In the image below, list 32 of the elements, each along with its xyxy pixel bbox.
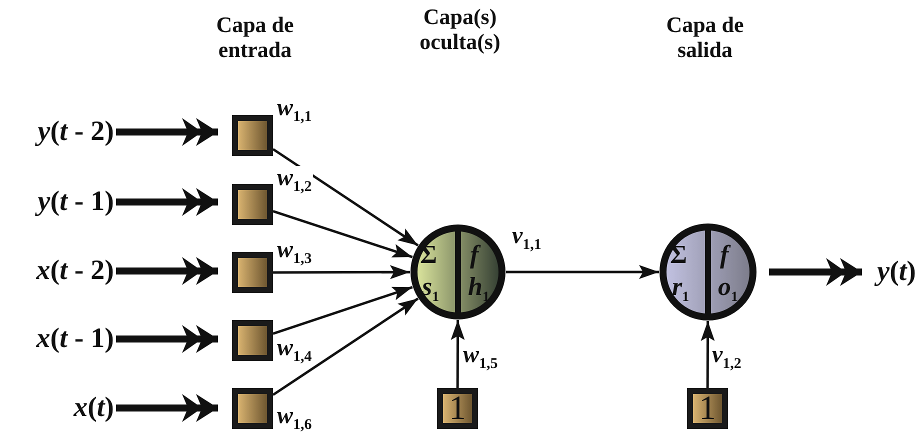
signal-label: x(t - 2) — [10, 253, 114, 289]
layer-heading: Capa(s) oculta(s) — [418, 4, 502, 55]
connection-arrow — [700, 321, 715, 388]
input-neuron-box — [232, 388, 273, 429]
connection-arrow — [272, 210, 413, 258]
function-symbol: f — [470, 242, 479, 268]
neuron-circle — [659, 223, 757, 321]
input-neuron-box — [232, 252, 273, 293]
function-symbol: f — [720, 242, 729, 268]
sum-output-label: r$_{1}$ — [672, 274, 690, 306]
signal-label: y(t - 1) — [10, 184, 114, 220]
input-neuron-box — [232, 320, 273, 361]
connection-arrow — [272, 286, 413, 335]
signal-label: x(t) — [56, 390, 114, 426]
connection-arrow — [272, 298, 419, 396]
signal-label: y(t) — [862, 254, 916, 290]
layer-heading: Capa de salida — [665, 12, 745, 63]
input-neuron-box — [232, 115, 273, 156]
connection-arrow — [450, 320, 465, 388]
connection-arrow — [272, 148, 419, 246]
weight-label: w$_{1,2}$ — [276, 166, 313, 195]
bias-box: 1 — [687, 388, 728, 429]
bias-box: 1 — [437, 388, 478, 429]
activation-output-label: o$_{1}$ — [718, 274, 738, 306]
signal-label: x(t - 1) — [10, 321, 114, 357]
neuron-circle — [410, 224, 506, 320]
layer-heading: Capa de entrada — [215, 12, 295, 63]
connection-arrow — [273, 265, 410, 280]
connection-arrow — [506, 265, 659, 279]
signal-label: y(t - 2) — [10, 114, 114, 150]
activation-output-label: h$_{1}$ — [468, 274, 490, 306]
input-neuron-box — [232, 184, 273, 225]
